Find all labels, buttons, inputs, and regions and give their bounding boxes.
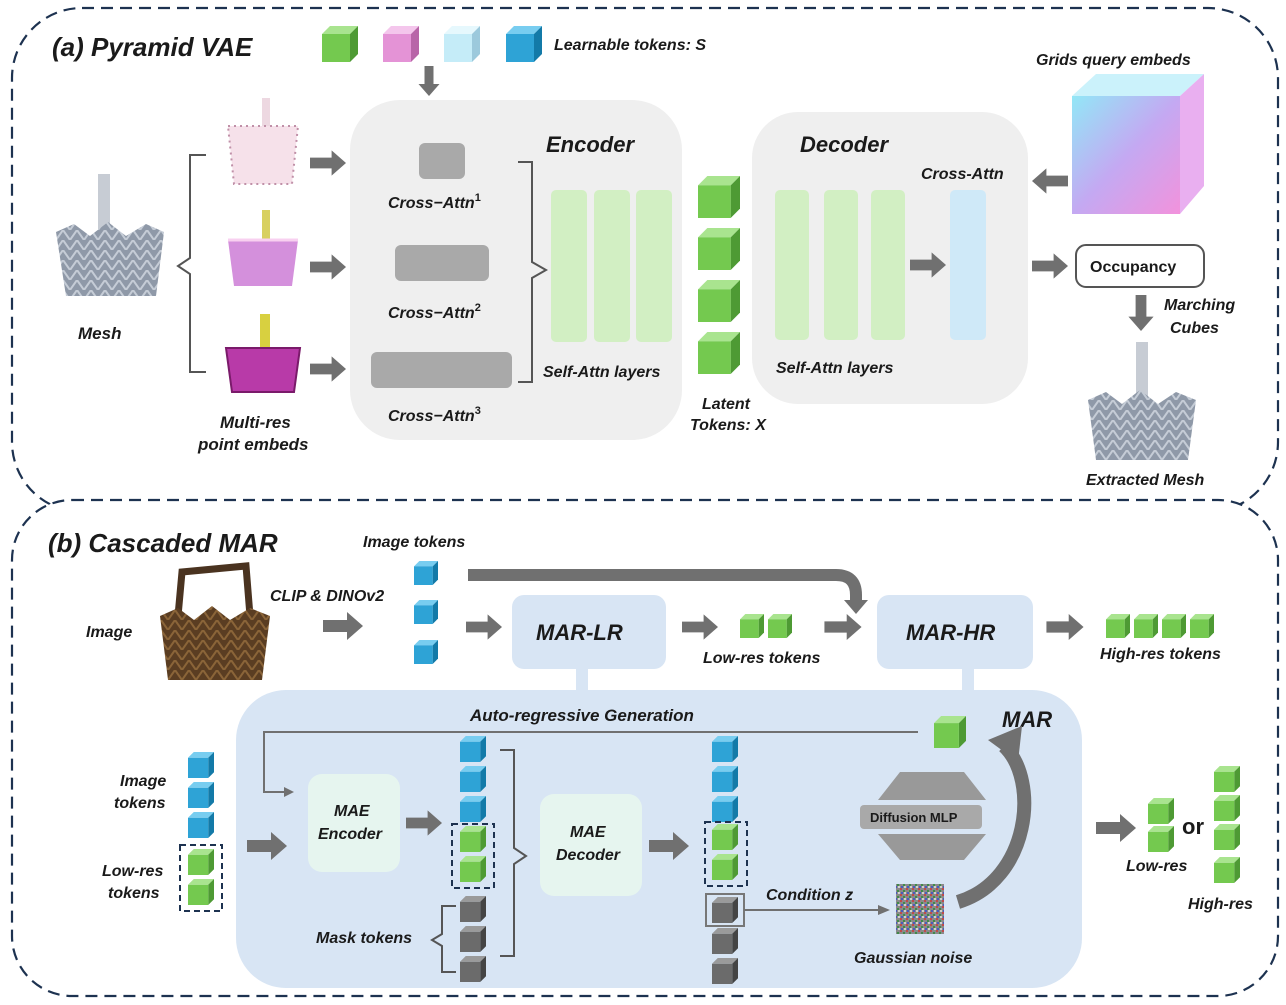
panel-a-title: (a) Pyramid VAE — [52, 32, 253, 62]
point-cloud-high — [224, 314, 302, 393]
mask-tokens-label: Mask tokens — [316, 930, 412, 947]
mesh-brace — [176, 154, 206, 373]
marching-label-2: Cubes — [1170, 320, 1219, 337]
learnable-token-green — [322, 26, 358, 62]
encoder-output-tokens — [451, 736, 495, 982]
image-tokens-top-label: Image tokens — [363, 534, 465, 551]
occupancy-label: Occupancy — [1090, 259, 1176, 276]
mae-encoder-label-1: MAE — [334, 803, 371, 820]
mae-encoder-box — [308, 774, 400, 872]
high-res-right-label: High-res — [1188, 896, 1253, 913]
cross-attn-1-block — [419, 143, 465, 179]
mar-detail-box — [236, 690, 1082, 988]
cross-attn-2-block — [395, 245, 489, 281]
mae-encoder-label-2: Encoder — [318, 826, 383, 843]
point-cloud-low — [226, 98, 300, 185]
dec-self-attn-label: Self-Attn layers — [776, 360, 893, 377]
mar-lr-connector — [576, 669, 588, 691]
low-res-left-label-2: tokens — [108, 885, 160, 902]
encoder-output-brace — [500, 749, 528, 957]
grids-label: Grids query embeds — [1036, 52, 1191, 69]
extracted-mesh-basket — [1088, 342, 1196, 460]
mesh-basket — [56, 174, 164, 296]
gaussian-noise-label: Gaussian noise — [854, 950, 972, 967]
dec-cross-attn-label: Cross-Attn — [921, 166, 1004, 183]
enc-self-attn-1 — [551, 190, 587, 342]
input-image-basket — [160, 562, 270, 680]
mar-hr-label: MAR-HR — [906, 620, 995, 645]
dec-self-attn-2 — [824, 190, 858, 340]
diffusion-mlp-bottom — [878, 834, 986, 860]
enc-self-attn-3 — [636, 190, 672, 342]
condition-arrow-head — [878, 905, 890, 915]
learnable-token-pink — [383, 26, 419, 62]
learnable-token-blue — [506, 26, 542, 62]
image-tokens-left-label-1: Image — [120, 773, 166, 790]
noise-to-mlp-head — [988, 726, 1022, 762]
dec-self-attn-1 — [775, 190, 809, 340]
mae-decoder-label-2: Decoder — [556, 847, 621, 864]
image-tokens-left-label-2: tokens — [114, 795, 166, 812]
condition-label: Condition z — [766, 887, 853, 904]
learnable-token-lightblue — [444, 26, 480, 62]
extracted-mesh-label: Extracted Mesh — [1086, 472, 1204, 489]
learnable-tokens-label: Learnable tokens: S — [554, 37, 706, 54]
encoder-brace — [518, 161, 549, 383]
image-tokens-column — [414, 561, 438, 664]
mar-box-label: MAR — [1002, 707, 1052, 732]
panel-b-title: (b) Cascaded MAR — [48, 528, 278, 558]
mae-decoder-label-1: MAE — [570, 824, 607, 841]
image-to-mar-hr-head — [844, 600, 868, 614]
high-res-tokens-top-label: High-res tokens — [1100, 646, 1221, 663]
cross-attn-3-label: Cross−Attn3 — [388, 405, 481, 425]
cross-attn-2-label: Cross−Attn2 — [388, 302, 481, 322]
decoder-title: Decoder — [800, 132, 889, 157]
mar-lr-box — [512, 595, 666, 669]
image-label: Image — [86, 624, 132, 641]
diffusion-mlp-block — [860, 805, 982, 829]
clip-label: CLIP & DINOv2 — [270, 588, 384, 605]
autoregressive-loop-line — [263, 731, 918, 793]
or-label: or — [1182, 814, 1204, 839]
low-res-right-label: Low-res — [1126, 858, 1187, 875]
grids-query-cube — [1072, 74, 1204, 214]
dec-self-attn-3 — [871, 190, 905, 340]
enc-self-attn-label: Self-Attn layers — [543, 364, 660, 381]
gaussian-noise-image — [896, 884, 944, 934]
marching-label-1: Marching — [1164, 297, 1235, 314]
left-token-column — [179, 752, 223, 912]
mar-hr-box — [877, 595, 1033, 669]
low-res-left-label-1: Low-res — [102, 863, 163, 880]
mask-tokens-brace — [430, 905, 456, 973]
occupancy-box[interactable] — [1075, 244, 1205, 288]
multires-label-1: Multi-res — [220, 413, 291, 432]
diffusion-mlp-label: Diffusion MLP — [870, 810, 958, 825]
encoder-title: Encoder — [546, 132, 635, 157]
latent-label-1: Latent — [702, 396, 751, 413]
autoregressive-label: Auto-regressive Generation — [469, 706, 694, 725]
mar-hr-connector — [962, 669, 974, 691]
dec-cross-attn-block — [950, 190, 986, 340]
enc-self-attn-2 — [594, 190, 630, 342]
autoregressive-loop-head — [284, 787, 294, 797]
mar-lr-label: MAR-LR — [536, 620, 623, 645]
generated-token — [934, 716, 966, 748]
low-res-tokens-mid-label: Low-res tokens — [703, 650, 820, 667]
multires-label-2: point embeds — [197, 435, 309, 454]
point-cloud-mid — [228, 210, 298, 286]
image-to-mar-hr-line — [468, 569, 862, 603]
latent-label-2: Tokens: X — [690, 417, 767, 434]
mesh-label: Mesh — [78, 324, 121, 343]
diffusion-mlp-top — [878, 772, 986, 800]
cross-attn-1-label: Cross−Attn1 — [388, 192, 481, 212]
cross-attn-3-block — [371, 352, 512, 388]
mae-decoder-box — [540, 794, 642, 896]
noise-to-mlp-curve — [955, 740, 1032, 909]
